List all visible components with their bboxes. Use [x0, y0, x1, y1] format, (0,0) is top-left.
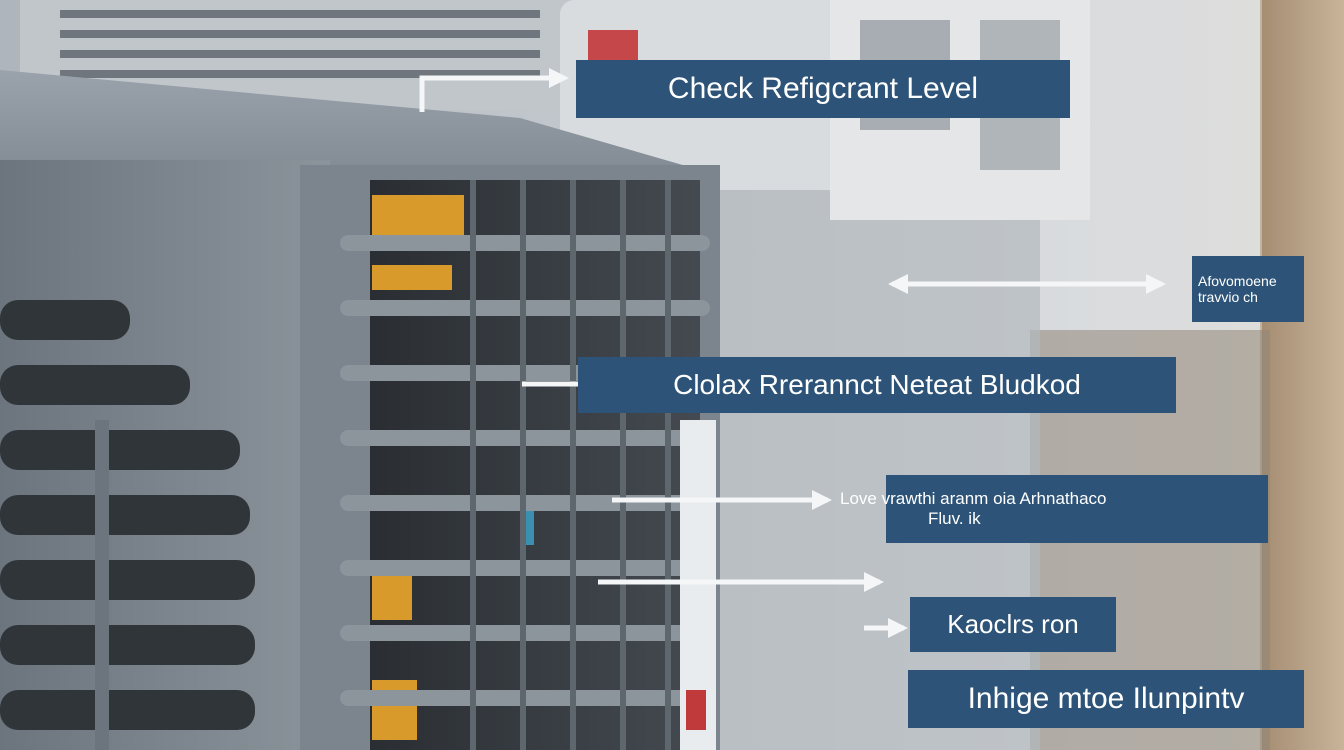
annotation-label-text: Clolax Rrerannct Neteat Bludkod: [673, 368, 1081, 400]
arrow-1: [419, 68, 569, 112]
annotation-label-middle: Clolax Rrerannct Neteat Bludkod: [578, 357, 1176, 413]
annotation-label-kaoclrs: Kaoclrs ron: [910, 597, 1116, 652]
annotation-label-check-refrigerant: Check Refigcrant Level: [576, 60, 1070, 118]
wall-block: [720, 190, 1040, 750]
annotation-label-text: Fluv. ik: [928, 509, 981, 528]
annotation-label-bottom: Inhige mtoe Ilunpintv: [908, 670, 1304, 728]
background-ac-vents: [60, 10, 540, 78]
annotation-label-text: Check Refigcrant Level: [667, 71, 979, 105]
annotation-label-two-line: Love vrawthi aranm oia Arhnathaco Fluv. …: [840, 475, 1268, 543]
wood-frame: [1262, 0, 1344, 750]
annotation-label-text: Afovomoene: [1198, 272, 1277, 289]
side-vent-slots: [0, 300, 255, 750]
red-indicator: [588, 30, 638, 60]
annotation-label-text: Love vrawthi aranm oia Arhnathaco: [840, 489, 1107, 509]
annotation-label-text: Inhige mtoe Ilunpintv: [967, 681, 1245, 715]
annotation-label-text: travvio ch: [1198, 289, 1258, 305]
annotation-label-text: Kaoclrs ron: [947, 608, 1079, 639]
grille-verticals: [470, 180, 671, 750]
annotation-label-small: Afovomoene travvio ch: [1192, 256, 1304, 322]
